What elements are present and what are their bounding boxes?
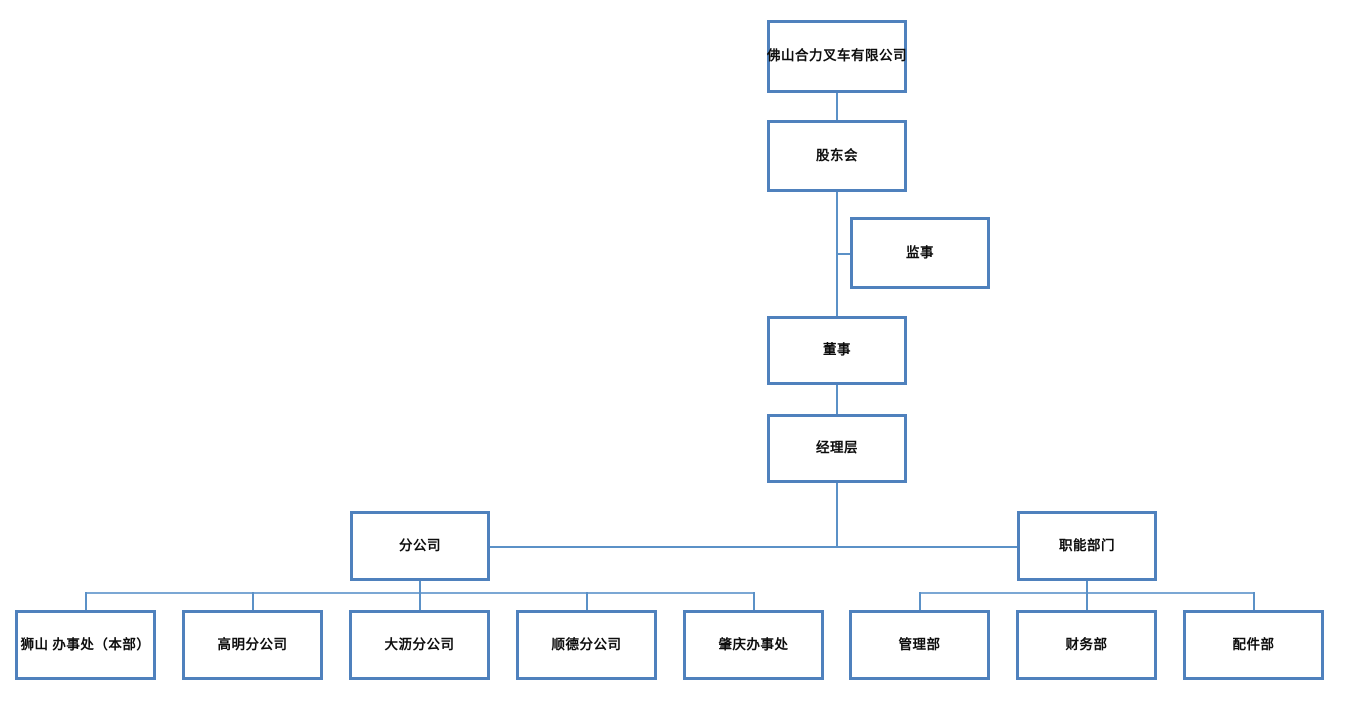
- node-management-label: 经理层: [816, 440, 858, 456]
- node-branch-3-label: 大沥分公司: [384, 636, 455, 652]
- node-branch-5-label: 肇庆办事处: [718, 636, 789, 652]
- node-department-1[interactable]: 管理部: [849, 610, 990, 680]
- node-management[interactable]: 经理层: [767, 414, 907, 483]
- node-branch-group-label: 分公司: [399, 537, 441, 553]
- node-branch-2[interactable]: 高明分公司: [182, 610, 323, 680]
- node-function-group-label: 职能部门: [1059, 537, 1115, 553]
- node-branch-4[interactable]: 顺德分公司: [516, 610, 657, 680]
- connector-department-drop-1: [919, 592, 921, 611]
- connector-trunk-to-supervisor: [836, 253, 852, 255]
- node-branch-1-label: 狮山 办事处（本部）: [20, 636, 151, 652]
- node-shareholders[interactable]: 股东会: [767, 120, 907, 192]
- node-department-2[interactable]: 财务部: [1016, 610, 1157, 680]
- connector-company-to-shareholders: [836, 92, 838, 122]
- connector-management-to-bus: [836, 481, 838, 547]
- connector-branch-drop-5: [753, 592, 755, 611]
- node-company[interactable]: 佛山合力叉车有限公司: [767, 20, 907, 93]
- connector-branch-drop-1: [85, 592, 87, 611]
- node-department-3-label: 配件部: [1232, 636, 1275, 652]
- connector-branchgroup-drop: [419, 580, 421, 593]
- connector-branch-drop-3: [419, 592, 421, 611]
- connector-director-to-management: [836, 383, 838, 416]
- connector-branch-drop-4: [586, 592, 588, 611]
- node-company-label: 佛山合力叉车有限公司: [767, 48, 907, 64]
- connector-department-drop-2: [1086, 592, 1088, 611]
- connector-department-drop-3: [1253, 592, 1255, 611]
- node-branch-group[interactable]: 分公司: [350, 511, 490, 581]
- node-supervisor-label: 监事: [906, 244, 934, 260]
- node-director-label: 董事: [823, 342, 851, 358]
- node-branch-2-label: 高明分公司: [217, 636, 288, 652]
- node-shareholders-label: 股东会: [816, 147, 858, 163]
- node-department-3[interactable]: 配件部: [1183, 610, 1324, 680]
- node-branch-5[interactable]: 肇庆办事处: [683, 610, 824, 680]
- node-branch-1[interactable]: 狮山 办事处（本部）: [15, 610, 156, 680]
- node-department-2-label: 财务部: [1065, 636, 1108, 652]
- node-supervisor[interactable]: 监事: [850, 217, 990, 289]
- node-function-group[interactable]: 职能部门: [1017, 511, 1157, 581]
- node-branch-3[interactable]: 大沥分公司: [349, 610, 490, 680]
- connector-branch-drop-2: [252, 592, 254, 611]
- node-department-1-label: 管理部: [898, 636, 941, 652]
- node-branch-4-label: 顺德分公司: [551, 636, 622, 652]
- node-director[interactable]: 董事: [767, 316, 907, 385]
- connector-main-bus: [489, 546, 1019, 548]
- connector-functiongroup-drop: [1086, 580, 1088, 593]
